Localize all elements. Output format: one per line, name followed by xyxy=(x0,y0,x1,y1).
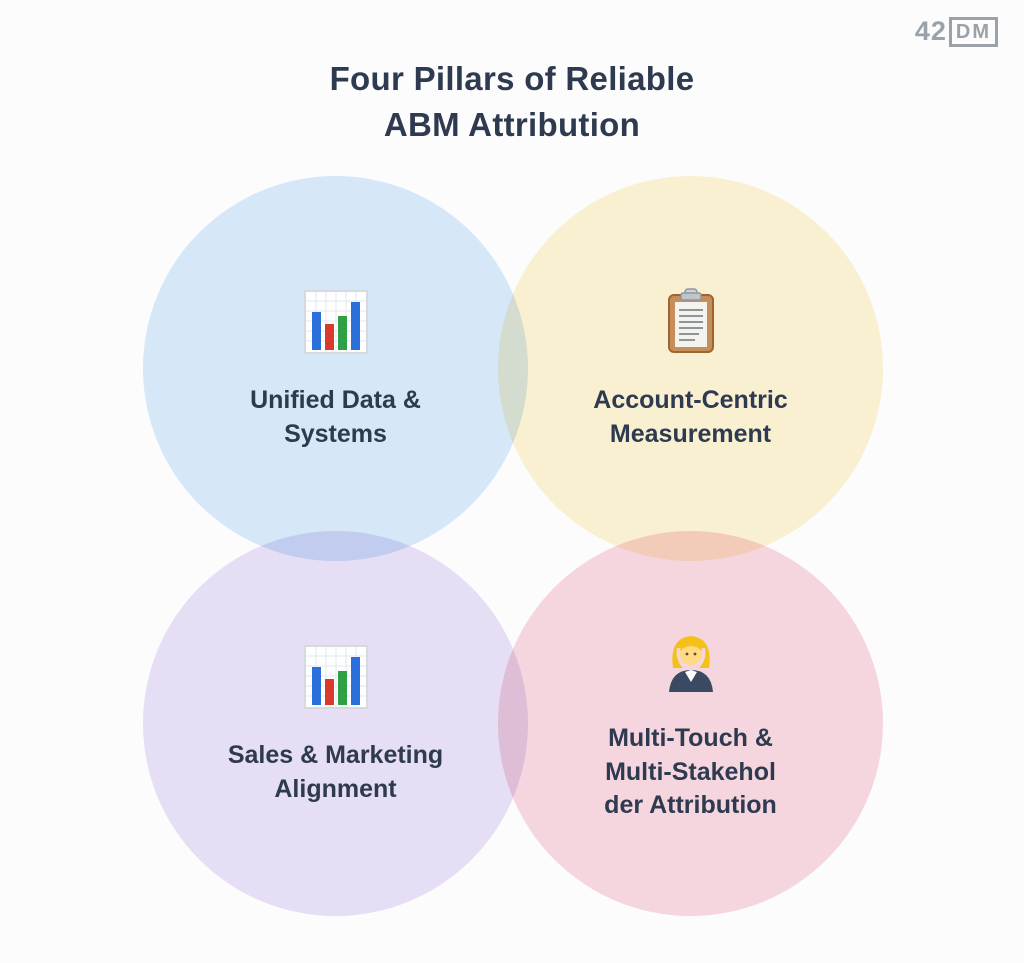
page-title: Four Pillars of Reliable ABM Attribution xyxy=(329,60,695,143)
pillar-account-centric-measurement: Account-Centric Measurement xyxy=(498,176,883,561)
circle-sales-marketing-alignment xyxy=(143,531,528,916)
circle-account-centric-measurement xyxy=(498,176,883,561)
circle-unified-data-systems xyxy=(143,176,528,561)
brand-logo-boxed: DM xyxy=(948,16,998,47)
brand-logo-prefix: 42 xyxy=(914,16,947,46)
pillar-label-multi-touch-multi-stakeholder: Multi-Touch & Multi-Stakehol der Attribu… xyxy=(604,723,777,820)
woman-office-worker-icon xyxy=(668,635,713,692)
clipboard-icon xyxy=(667,288,714,353)
pillar-sales-marketing-alignment: Sales & Marketing Alignment xyxy=(143,531,528,916)
bar-chart-icon xyxy=(303,644,368,709)
brand-logo: 42 DM xyxy=(915,16,998,47)
pillar-label-sales-marketing-alignment: Sales & Marketing Alignment xyxy=(227,740,444,803)
pillar-label-account-centric-measurement: Account-Centric Measurement xyxy=(593,385,788,448)
bar-chart-icon xyxy=(303,289,368,354)
circle-multi-touch-multi-stakeholder xyxy=(498,531,883,916)
pillar-label-unified-data-systems: Unified Data & Systems xyxy=(250,385,421,448)
pillar-unified-data-systems: Unified Data & Systems xyxy=(143,176,528,561)
pillar-multi-touch-multi-stakeholder: Multi-Touch & Multi-Stakehol der Attribu… xyxy=(498,531,883,916)
